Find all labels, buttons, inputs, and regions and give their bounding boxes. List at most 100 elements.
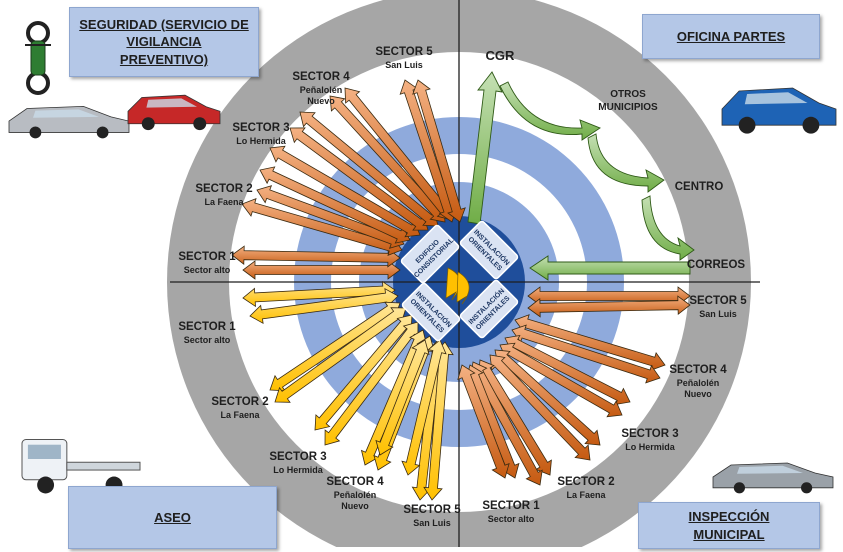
inspeccion-arrow <box>457 364 510 479</box>
sector-subtitle: La Faena <box>220 410 260 420</box>
sector-title: SECTOR 2 <box>195 183 252 195</box>
sector-subtitle: Peñalolén <box>677 378 720 388</box>
flatbed-truck-icon <box>21 439 141 494</box>
sector-subtitle: Peñalolén <box>300 85 343 95</box>
sector-subtitle: Nuevo <box>307 96 335 106</box>
suv-icon <box>127 94 221 131</box>
sector-title: SECTOR 5 <box>403 504 461 516</box>
seguridad-arrow <box>256 185 405 249</box>
sector-title: SECTOR 2 <box>211 396 268 408</box>
mail-route-label: MUNICIPIOS <box>598 102 658 113</box>
seguridad-arrow <box>231 245 401 268</box>
sector-subtitle: Peñalolén <box>334 490 377 500</box>
sector-subtitle: Sector alto <box>184 335 231 345</box>
sector-title: SECTOR 1 <box>178 251 236 263</box>
hub-box <box>401 282 461 342</box>
oficina-arrow-cgr <box>467 71 503 225</box>
seguridad-arrow <box>412 79 466 223</box>
sector-subtitle: Lo Hermida <box>236 136 287 146</box>
left-bottom-sector-2: SECTOR 2 La Faena <box>211 396 268 420</box>
mail-route-label: CGR <box>486 48 516 63</box>
center-swirl-arrow <box>456 271 470 305</box>
sector-subtitle: Nuevo <box>341 501 369 511</box>
arrows-layer <box>231 71 695 501</box>
left-top-sector-5: SECTOR 1 Sector alto <box>178 251 236 275</box>
right-bottom-sector-4: SECTOR 2 La Faena <box>557 476 614 500</box>
pickup-truck-icon <box>8 105 130 139</box>
sector-title: SECTOR 5 <box>689 295 747 307</box>
right-bottom-sector-1: SECTOR 5 San Luis <box>689 295 747 319</box>
aseo-label: ASEO <box>154 509 191 525</box>
oficina-arrow-otros <box>499 81 601 141</box>
oficina-partes-box: OFICINA PARTES <box>642 14 820 59</box>
seguridad-arrow <box>242 260 401 280</box>
inspeccion-arrow <box>489 354 591 461</box>
aseo-arrow <box>249 287 399 325</box>
seguridad-box: SEGURIDAD (SERVICIO DE VIGILANCIA PREVEN… <box>69 7 259 77</box>
seguridad-arrow <box>241 198 403 256</box>
seguridad-arrow <box>259 166 411 244</box>
sector-title: SECTOR 3 <box>621 428 678 440</box>
mail-route-label: OTROS <box>610 89 646 100</box>
sector-subtitle: Sector alto <box>184 265 231 275</box>
sector-title: SECTOR 1 <box>482 500 540 512</box>
aseo-arrow <box>375 339 430 456</box>
motorcycle-icon <box>25 21 51 95</box>
aseo-arrow <box>242 280 396 308</box>
sector-subtitle: Nuevo <box>684 389 712 399</box>
sector-subtitle: Lo Hermida <box>273 465 324 475</box>
aseo-box: ASEO <box>68 486 277 549</box>
aseo-arrow <box>269 301 401 392</box>
sector-subtitle: San Luis <box>699 309 737 319</box>
right-bottom-sector-3: SECTOR 3 Lo Hermida <box>621 428 678 452</box>
left-top-sector-3: SECTOR 3 Lo Hermida <box>232 122 289 146</box>
inspeccion-box: INSPECCIÓN MUNICIPAL <box>638 502 820 549</box>
inspeccion-arrow <box>527 295 691 318</box>
sector-title: SECTOR 4 <box>326 476 384 488</box>
mail-route-label: CORREOS <box>687 259 745 271</box>
oficina-arrow-correos-center <box>529 255 691 281</box>
sector-subtitle: Lo Hermida <box>625 442 676 452</box>
sector-title: SECTOR 5 <box>375 46 433 58</box>
sector-title: SECTOR 3 <box>269 451 326 463</box>
seguridad-arrow <box>289 127 429 231</box>
mail-route-label: CENTRO <box>675 181 724 193</box>
hub-box <box>459 279 519 339</box>
left-top-sector-4: SECTOR 2 La Faena <box>195 183 252 207</box>
sector-subtitle: Sector alto <box>488 514 535 524</box>
inspeccion-label: INSPECCIÓN MUNICIPAL <box>688 508 770 542</box>
right-bottom-sector-5: SECTOR 1 Sector alto <box>482 500 540 524</box>
sector-subtitle: La Faena <box>566 490 606 500</box>
seguridad-arrow <box>329 95 446 223</box>
sector-subtitle: San Luis <box>385 60 423 70</box>
aseo-arrow <box>423 341 454 501</box>
sector-title: SECTOR 3 <box>232 122 289 134</box>
oficina-arrow-centro <box>587 133 665 193</box>
oficina-partes-label: OFICINA PARTES <box>676 28 786 44</box>
left-top-sector-1: SECTOR 5 San Luis <box>375 46 433 70</box>
seguridad-arrow <box>269 145 421 238</box>
left-bottom-sector-1: SECTOR 1 Sector alto <box>178 321 236 345</box>
vehicle-icons <box>8 21 837 494</box>
hub-box <box>400 224 460 284</box>
sector-subtitle: San Luis <box>413 518 451 528</box>
sector-title: SECTOR 4 <box>669 364 727 376</box>
inspeccion-arrow <box>511 324 661 384</box>
sector-subtitle: La Faena <box>204 197 244 207</box>
seguridad-label: SEGURIDAD (SERVICIO DE VIGILANCIA PREVEN… <box>79 16 249 67</box>
sector-title: SECTOR 4 <box>292 71 350 83</box>
oficina-arrow-correos <box>641 195 695 261</box>
sector-title: SECTOR 2 <box>557 476 614 488</box>
sector-title: SECTOR 1 <box>178 321 236 333</box>
hub-box <box>459 220 519 280</box>
left-bottom-sector-3: SECTOR 3 Lo Hermida <box>269 451 326 475</box>
